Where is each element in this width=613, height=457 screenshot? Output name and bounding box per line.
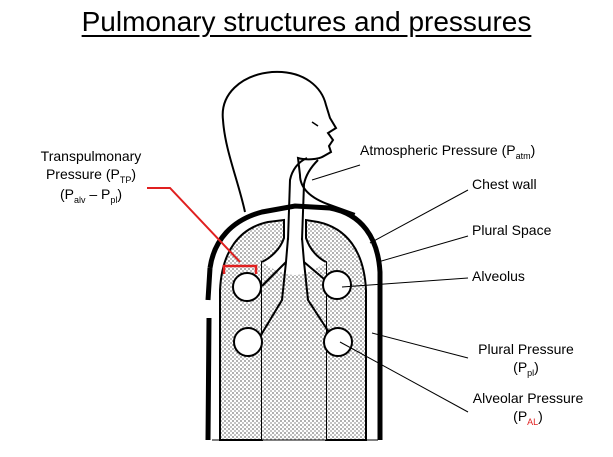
head-outline bbox=[221, 70, 356, 215]
atmospheric-pressure-label: Atmospheric Pressure (Patm) bbox=[360, 142, 536, 161]
chest-wall-label: Chest wall bbox=[472, 176, 537, 192]
plural-pressure-label: Plural Pressure (Ppl) bbox=[478, 341, 574, 378]
alveolus-lower-left bbox=[233, 327, 263, 357]
alveolus-lower-right bbox=[323, 327, 353, 357]
plural-space-label: Plural Space bbox=[472, 222, 552, 238]
page-title: Pulmonary structures and pressures bbox=[81, 6, 532, 37]
transpulmonary-label: Transpulmonary Pressure (PTP) (Palv – Pp… bbox=[28, 148, 154, 206]
transpulmonary-bracket bbox=[222, 264, 258, 274]
transpulmonary-line1: Transpulmonary bbox=[40, 148, 142, 164]
alveolus-label: Alveolus bbox=[472, 268, 525, 284]
transpulmonary-arrow bbox=[147, 187, 241, 263]
chest-wall bbox=[207, 203, 383, 440]
bronchi bbox=[257, 237, 335, 341]
alveolar-pressure-label: Alveolar Pressure (PAL) bbox=[472, 390, 584, 427]
alveolus-upper-left bbox=[232, 272, 262, 302]
trachea bbox=[287, 157, 319, 241]
alveolus-upper-right bbox=[322, 270, 352, 300]
